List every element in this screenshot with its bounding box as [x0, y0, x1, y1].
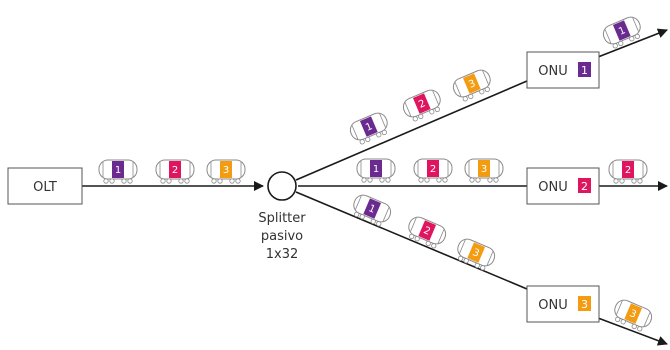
olt-label: OLT — [33, 180, 57, 195]
packet-car-3: 3 — [464, 158, 504, 183]
packet-number: 3 — [223, 165, 229, 176]
fiber-branch-3 — [295, 191, 528, 290]
packet-number: 3 — [481, 164, 487, 175]
packet-car-2: 2 — [155, 159, 195, 184]
packets-layer: 1 2 3 1 2 3 1 2 3 1 2 3 1 2 3 — [98, 16, 653, 332]
packet-number: 2 — [625, 165, 631, 176]
packet-number: 1 — [367, 203, 377, 216]
onu-node-1: ONU 1 — [526, 51, 600, 89]
onu-2-badge — [578, 178, 591, 193]
onu-node-3: ONU 3 — [526, 285, 600, 323]
olt-node: OLT — [7, 167, 83, 205]
packet-car-2: 2 — [608, 159, 648, 184]
packet-car-2: 2 — [402, 89, 441, 122]
onu-node-2: ONU 2 — [526, 167, 600, 205]
packet-number: 2 — [172, 165, 178, 176]
onu-3-badge — [578, 296, 591, 311]
onu-1-badge — [578, 62, 591, 77]
fiber-branch-1 — [295, 80, 528, 181]
packet-car-1: 1 — [602, 16, 641, 49]
onu-1-number: 1 — [581, 64, 588, 77]
fiber-out-3 — [597, 317, 668, 346]
onu-3-label: ONU — [538, 298, 567, 313]
packet-number: 1 — [373, 164, 379, 175]
onu-1-label: ONU — [538, 64, 567, 79]
packet-car-1: 1 — [349, 112, 388, 145]
splitter-node: Splitter pasivo 1x32 — [258, 171, 306, 262]
packet-number: 2 — [417, 98, 427, 111]
packet-number: 1 — [617, 25, 627, 38]
onu-3-number: 3 — [581, 298, 588, 311]
packet-car-1: 1 — [98, 159, 138, 184]
packet-car-3: 3 — [614, 299, 653, 332]
packet-number: 3 — [471, 247, 481, 260]
packet-car-3: 3 — [457, 238, 496, 271]
packet-car-2: 2 — [408, 216, 447, 249]
packet-number: 3 — [628, 308, 638, 321]
packet-car-1: 1 — [356, 158, 396, 183]
splitter-label-3: 1x32 — [266, 247, 299, 262]
packet-car-3: 3 — [206, 159, 246, 184]
packet-number: 2 — [422, 225, 432, 238]
packet-car-1: 1 — [353, 194, 392, 227]
packet-number: 2 — [430, 164, 436, 175]
onu-2-number: 2 — [581, 180, 588, 193]
packet-number: 3 — [467, 78, 477, 91]
packet-number: 1 — [115, 165, 121, 176]
packet-number: 1 — [364, 121, 374, 134]
splitter-label-2: pasivo — [261, 229, 303, 244]
packet-car-3: 3 — [452, 69, 491, 102]
packet-car-2: 2 — [413, 158, 453, 183]
onu-2-label: ONU — [538, 180, 567, 195]
splitter-label-1: Splitter — [258, 211, 306, 226]
fiber-out-1 — [597, 28, 668, 58]
